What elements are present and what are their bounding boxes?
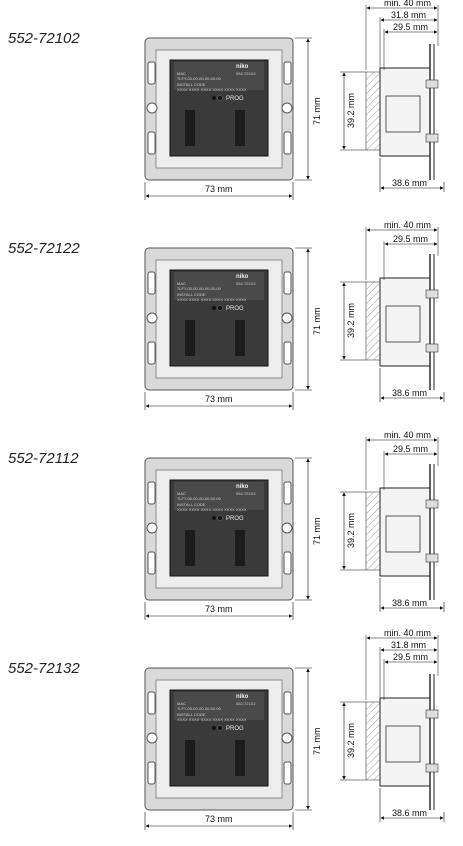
prog-button-icon — [217, 305, 223, 311]
prog-button-icon — [217, 725, 223, 731]
side-view: min. 40 mm 29.5 mm 39.2 mm 38.6 mm — [340, 220, 445, 402]
mac-value: 7LFY-00-00-00-00-00-00 — [177, 76, 222, 81]
wall-hatch — [365, 281, 381, 361]
mac-label: MAC — [177, 71, 186, 76]
prog-label: PROG — [226, 96, 244, 102]
front-width-dim: 73 mm — [205, 184, 233, 194]
front-width-dim: 73 mm — [205, 394, 233, 404]
terminal-left-icon — [185, 320, 195, 356]
model-label: 552-721X2 — [236, 491, 256, 496]
top-dim-label: 31.8 mm — [391, 10, 426, 20]
device-body — [379, 277, 431, 367]
wall-hatch — [365, 71, 381, 151]
front-width-dim: 73 mm — [205, 604, 233, 614]
device-body — [379, 67, 431, 157]
product-code: 552-72122 — [8, 240, 80, 257]
install-code-label: INSTALL CODE — [177, 712, 206, 717]
side-height-dim: 39.2 mm — [346, 513, 356, 548]
front-view: niko 552-721X2 MAC 7LFY-00-00-00-00-00-0… — [144, 457, 322, 620]
side-height-dim: 39.2 mm — [346, 93, 356, 128]
prog-led-icon — [212, 726, 216, 730]
prog-led-icon — [212, 96, 216, 100]
terminal-right-icon — [235, 740, 245, 776]
top-dim-label: 29.5 mm — [393, 444, 428, 454]
side-depth-dim: 38.6 mm — [392, 808, 427, 818]
top-dim-label: 29.5 mm — [393, 22, 428, 32]
side-view: min. 40 mm 31.8 mm 29.5 mm 39.2 mm 38.6 mm — [340, 0, 445, 192]
top-dim-label: 29.5 mm — [393, 652, 428, 662]
terminal-right-icon — [235, 320, 245, 356]
brand-logo: niko — [236, 64, 249, 70]
front-height-dim: 71 mm — [312, 97, 322, 125]
product-code: 552-72112 — [8, 450, 79, 467]
terminal-left-icon — [185, 740, 195, 776]
prog-led-icon — [212, 516, 216, 520]
product-drawing: niko 552-721X2 MAC 7LFY-00-00-00-00-00-0… — [144, 220, 445, 410]
top-dim-label: min. 40 mm — [384, 220, 431, 230]
product-drawing: niko 552-721X2 MAC 7LFY-00-00-00-00-00-0… — [144, 628, 445, 830]
top-dim-label: min. 40 mm — [384, 430, 431, 440]
install-code-label: INSTALL CODE — [177, 502, 206, 507]
top-dim-label: min. 40 mm — [384, 0, 431, 8]
product-code: 552-72132 — [8, 660, 80, 677]
side-height-dim: 39.2 mm — [346, 303, 356, 338]
front-height-dim: 71 mm — [312, 727, 322, 755]
brand-logo: niko — [236, 484, 249, 490]
prog-button-icon — [217, 515, 223, 521]
mac-label: MAC — [177, 701, 186, 706]
mac-label: MAC — [177, 491, 186, 496]
product-code: 552-72102 — [8, 30, 80, 47]
front-width-dim: 73 mm — [205, 814, 233, 824]
model-label: 552-721X2 — [236, 281, 256, 286]
install-code-value: XXXX XXXX XXXX XXXX XXXX XXXX — [177, 507, 247, 512]
terminal-right-icon — [235, 530, 245, 566]
prog-label: PROG — [226, 306, 244, 312]
front-view: niko 552-721X2 MAC 7LFY-00-00-00-00-00-0… — [144, 247, 322, 410]
side-view: min. 40 mm 29.5 mm 39.2 mm 38.6 mm — [340, 430, 445, 612]
mac-value: 7LFY-00-00-00-00-00-00 — [177, 286, 222, 291]
front-height-dim: 71 mm — [312, 517, 322, 545]
prog-led-icon — [212, 306, 216, 310]
side-depth-dim: 38.6 mm — [392, 598, 427, 608]
device-body — [379, 697, 431, 787]
top-dim-label: min. 40 mm — [384, 628, 431, 638]
mac-value: 7LFY-00-00-00-00-00-00 — [177, 706, 222, 711]
side-height-dim: 39.2 mm — [346, 723, 356, 758]
product-drawing: niko 552-721X2 MAC 7LFY-00-00-00-00-00-0… — [144, 430, 445, 620]
device-body — [379, 487, 431, 577]
top-dim-label: 29.5 mm — [393, 234, 428, 244]
install-code-label: INSTALL CODE — [177, 292, 206, 297]
wall-hatch — [365, 491, 381, 571]
install-code-label: INSTALL CODE — [177, 82, 206, 87]
front-view: niko 552-721X2 MAC 7LFY-00-00-00-00-00-0… — [144, 37, 322, 200]
mac-value: 7LFY-00-00-00-00-00-00 — [177, 496, 222, 501]
model-label: 552-721X2 — [236, 71, 256, 76]
prog-button-icon — [217, 95, 223, 101]
prog-label: PROG — [226, 726, 244, 732]
brand-logo: niko — [236, 274, 249, 280]
terminal-right-icon — [235, 110, 245, 146]
terminal-left-icon — [185, 530, 195, 566]
front-height-dim: 71 mm — [312, 307, 322, 335]
wall-hatch — [365, 701, 381, 781]
front-view: niko 552-721X2 MAC 7LFY-00-00-00-00-00-0… — [144, 667, 322, 830]
top-dim-label: 31.8 mm — [391, 640, 426, 650]
model-label: 552-721X2 — [236, 701, 256, 706]
side-depth-dim: 38.6 mm — [392, 178, 427, 188]
terminal-left-icon — [185, 110, 195, 146]
side-depth-dim: 38.6 mm — [392, 388, 427, 398]
side-view: min. 40 mm 31.8 mm 29.5 mm 39.2 mm 38.6 mm — [340, 628, 445, 822]
install-code-value: XXXX XXXX XXXX XXXX XXXX XXXX — [177, 87, 247, 92]
install-code-value: XXXX XXXX XXXX XXXX XXXX XXXX — [177, 297, 247, 302]
install-code-value: XXXX XXXX XXXX XXXX XXXX XXXX — [177, 717, 247, 722]
prog-label: PROG — [226, 516, 244, 522]
mac-label: MAC — [177, 281, 186, 286]
product-drawing: niko 552-721X2 MAC 7LFY-00-00-00-00-00-0… — [144, 0, 445, 200]
brand-logo: niko — [236, 694, 249, 700]
